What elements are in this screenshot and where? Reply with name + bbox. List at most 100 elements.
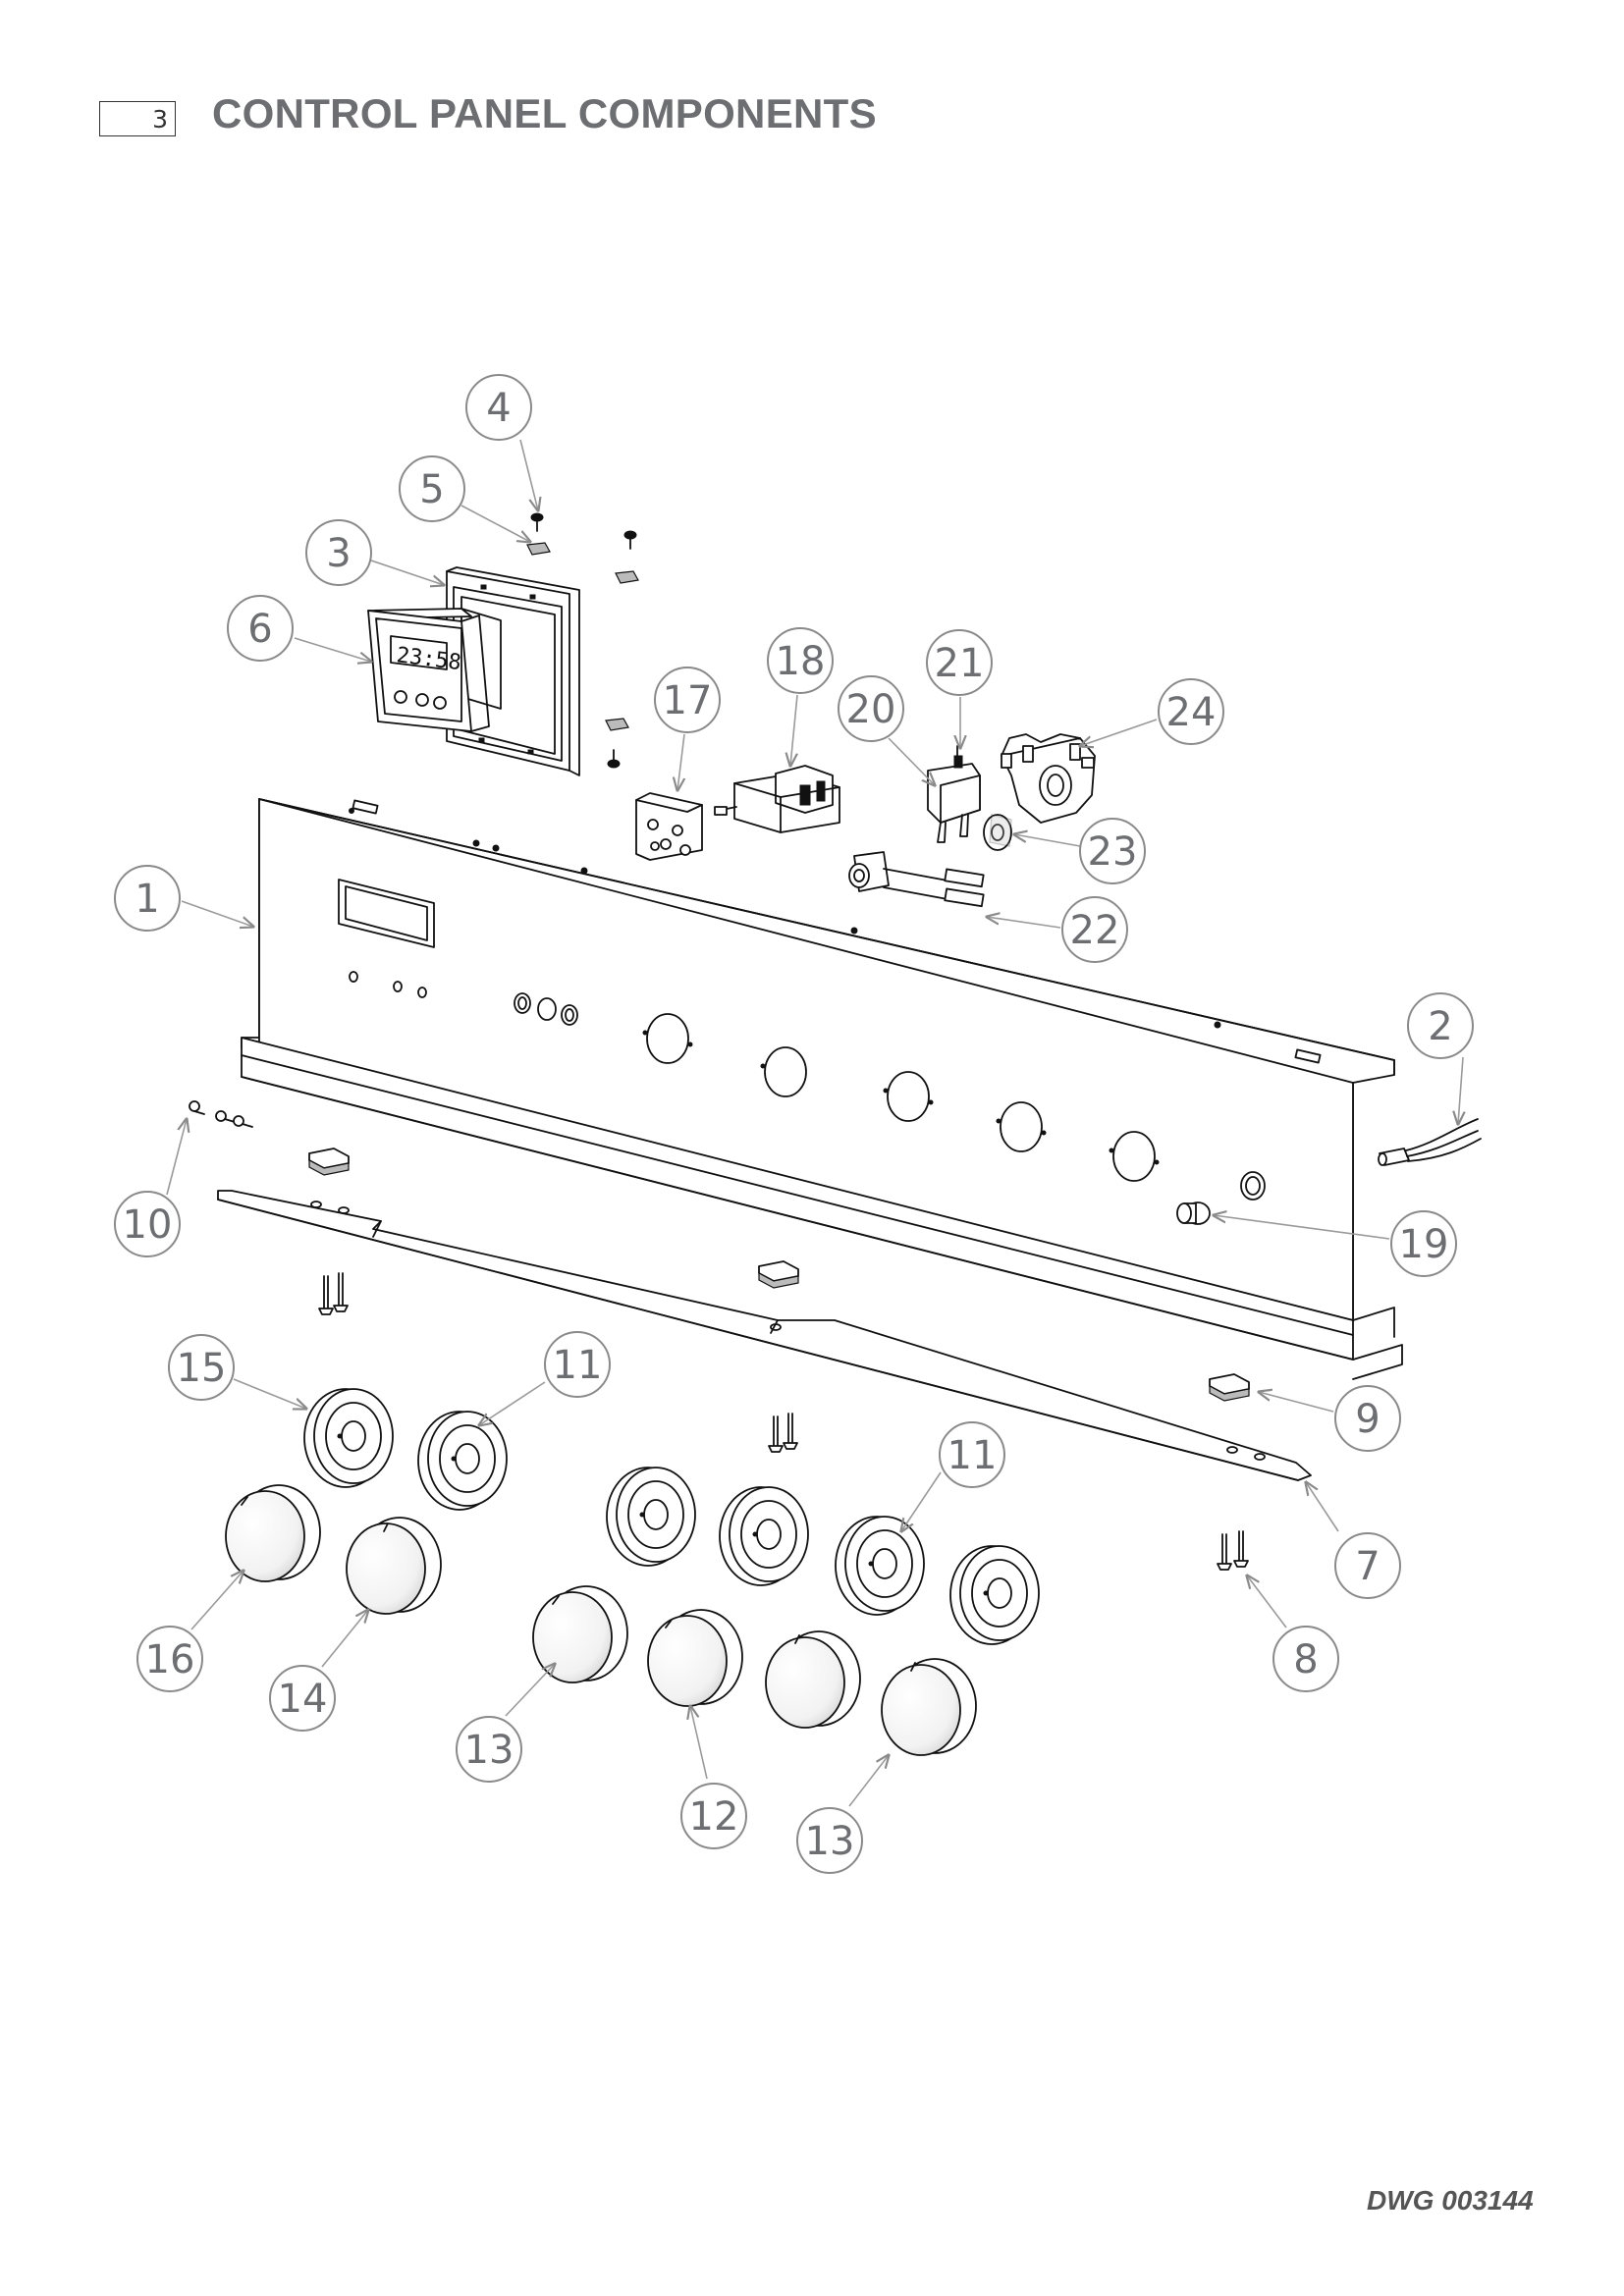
callout-15: 15 xyxy=(168,1334,306,1409)
callout-13: 13 xyxy=(456,1664,555,1783)
callout-leader xyxy=(479,1381,546,1425)
callout-leader xyxy=(1080,719,1158,746)
callout-circle xyxy=(680,1783,747,1849)
callout-leader xyxy=(1247,1575,1287,1629)
callout-circle xyxy=(114,1191,181,1257)
electronic-clock: 23:58 xyxy=(367,608,502,732)
section-number-box: 3 xyxy=(99,101,176,136)
spacer-nuts xyxy=(308,1148,1250,1402)
callout-label: 20 xyxy=(846,687,896,732)
page-title: CONTROL PANEL COMPONENTS xyxy=(212,90,877,136)
callout-22: 22 xyxy=(987,896,1128,963)
callout-circle xyxy=(136,1626,203,1692)
callout-8: 8 xyxy=(1247,1575,1339,1692)
callout-circle xyxy=(1334,1532,1401,1599)
callout-12: 12 xyxy=(680,1706,747,1849)
callout-label: 1 xyxy=(135,877,159,922)
callout-circle xyxy=(654,667,721,733)
callout-leader xyxy=(848,1755,889,1807)
callout-leader xyxy=(1306,1482,1339,1532)
callout-16: 16 xyxy=(136,1571,244,1692)
callout-leader xyxy=(321,1610,368,1668)
callout-label: 19 xyxy=(1399,1222,1449,1267)
callout-label: 13 xyxy=(464,1728,514,1773)
support-bracket xyxy=(217,1190,1312,1481)
bush-washer xyxy=(983,814,1012,851)
callout-leader xyxy=(1014,834,1081,847)
callout-circle xyxy=(926,629,993,696)
callout-label: 15 xyxy=(177,1346,227,1391)
callout-label: 17 xyxy=(663,678,713,723)
callout-leader xyxy=(294,637,371,662)
callout-leader xyxy=(790,694,797,766)
callout-circle xyxy=(1272,1626,1339,1692)
callout-label: 16 xyxy=(145,1637,195,1682)
callout-label: 6 xyxy=(247,607,272,652)
callout-label: 5 xyxy=(419,467,444,512)
wiring-harness xyxy=(1378,1118,1482,1166)
callout-label: 3 xyxy=(326,531,351,576)
callout-circle xyxy=(227,595,294,662)
clock-clips xyxy=(526,512,639,769)
callout-24: 24 xyxy=(1080,678,1224,746)
callout-3: 3 xyxy=(305,519,444,585)
control-knobs xyxy=(225,1484,977,1756)
drawing-number: DWG 003144 xyxy=(1367,2185,1534,2216)
callout-leader xyxy=(1214,1215,1390,1240)
callout-7: 7 xyxy=(1306,1482,1401,1599)
callout-label: 12 xyxy=(689,1794,739,1840)
callout-label: 23 xyxy=(1088,829,1138,875)
callout-circle xyxy=(1158,678,1224,745)
callout-label: 24 xyxy=(1166,690,1217,735)
callout-18: 18 xyxy=(767,627,834,766)
callout-circle xyxy=(465,374,532,441)
callout-leader xyxy=(367,559,444,585)
callout-label: 8 xyxy=(1293,1637,1318,1682)
callout-label: 13 xyxy=(805,1819,855,1864)
callout-4: 4 xyxy=(465,374,538,510)
callout-leader xyxy=(1458,1056,1463,1124)
callout-11: 11 xyxy=(901,1421,1005,1531)
callout-label: 14 xyxy=(278,1677,328,1722)
callout-circle xyxy=(1334,1385,1401,1452)
callout-leader xyxy=(901,1471,942,1531)
callout-leader xyxy=(677,733,684,790)
control-panel-fascia xyxy=(241,798,1403,1380)
callout-label: 18 xyxy=(776,639,826,684)
callout-leader xyxy=(460,505,530,542)
callout-label: 21 xyxy=(935,641,985,686)
callout-circle xyxy=(838,675,904,742)
callout-label: 10 xyxy=(123,1202,173,1248)
callout-label: 11 xyxy=(553,1343,603,1388)
callout-14: 14 xyxy=(269,1610,368,1732)
callout-circle xyxy=(544,1331,611,1398)
callout-5: 5 xyxy=(399,455,530,542)
callout-circle xyxy=(114,865,181,932)
micro-switch xyxy=(927,745,981,843)
callout-circle xyxy=(1407,992,1474,1059)
safety-switch xyxy=(848,851,985,908)
callout-leader xyxy=(888,737,935,785)
callout-1: 1 xyxy=(114,865,253,932)
terminal-block xyxy=(635,792,703,861)
callout-leader xyxy=(181,900,253,927)
callout-9: 9 xyxy=(1259,1385,1401,1452)
callout-leader xyxy=(1259,1392,1334,1413)
callout-circle xyxy=(939,1421,1005,1488)
callout-circle xyxy=(168,1334,235,1401)
callout-label: 2 xyxy=(1428,1004,1452,1049)
callout-circle xyxy=(796,1807,863,1874)
callout-label: 4 xyxy=(486,386,511,431)
callout-circle xyxy=(399,455,465,522)
callout-leader xyxy=(987,917,1061,929)
callout-20: 20 xyxy=(838,675,935,785)
callout-circle xyxy=(1061,896,1128,963)
callout-leader xyxy=(690,1706,708,1780)
knob-bezels xyxy=(303,1388,1040,1645)
callout-2: 2 xyxy=(1407,992,1474,1124)
callout-6: 6 xyxy=(227,595,371,662)
callout-19: 19 xyxy=(1214,1211,1457,1277)
callout-23: 23 xyxy=(1014,818,1146,884)
callout-10: 10 xyxy=(114,1119,187,1257)
